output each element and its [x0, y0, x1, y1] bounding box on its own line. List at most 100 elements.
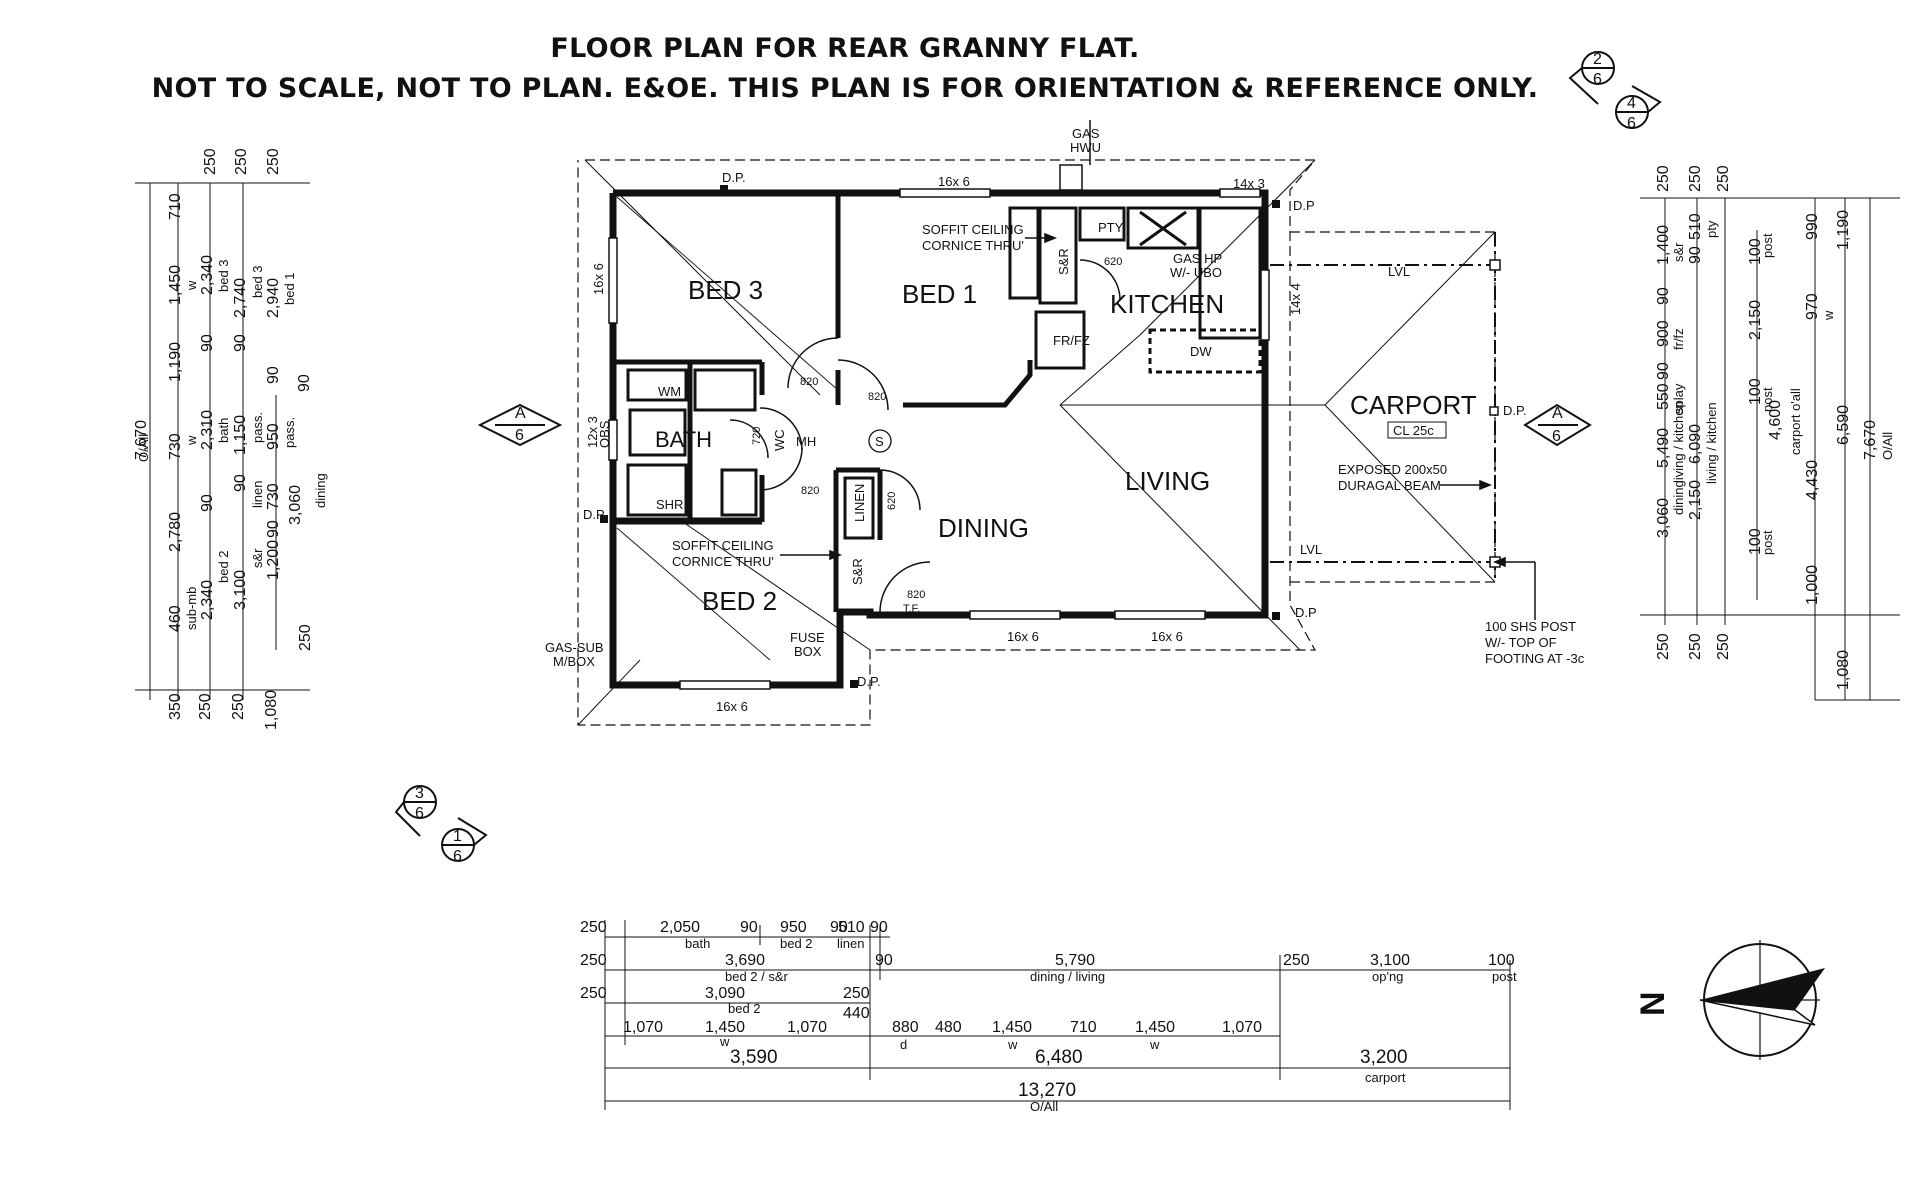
joinery [626, 206, 1262, 540]
dimension-label: 1,080 [1835, 650, 1852, 690]
dimension-label: 7,670 [133, 420, 150, 460]
downpipe-label: D.P. [1503, 403, 1527, 418]
dimension-label: 2,340 [199, 580, 216, 620]
plan-disclaimer: NOT TO SCALE, NOT TO PLAN. E&OE. THIS PL… [151, 73, 1539, 104]
dimension-label: bed 3 [216, 259, 231, 292]
dimension-label: 510 [1687, 213, 1704, 240]
window-obs-label: 12x 3 [585, 416, 600, 448]
gas-hp-label-1: GAS HP [1173, 251, 1222, 266]
dimension-label: 90 [1655, 362, 1672, 380]
dimension-label: 5,490 [1655, 428, 1672, 468]
dimension-label: O/All [1880, 432, 1895, 460]
north-label: N [1634, 991, 1672, 1016]
dimension-label: 90 [199, 494, 216, 512]
dimension-label: 90 [875, 952, 893, 969]
marker-number: 1 [453, 828, 462, 845]
right-dimension-lines [1640, 197, 1900, 701]
wc-label: WC [772, 429, 787, 451]
north-compass-icon [1699, 940, 1825, 1060]
fuse-box-label-1: FUSE [790, 630, 825, 645]
dimension-label: 7,670 [1862, 420, 1879, 460]
washing-machine-label: WM [658, 384, 681, 399]
dishwasher-label: DW [1190, 344, 1212, 359]
shelf-rail-label: S&R [850, 558, 865, 585]
dimension-label: 2,940 [265, 278, 282, 318]
dimension-label: bed 1 [282, 272, 297, 305]
door-swings [729, 259, 1121, 613]
dimension-label: 1,070 [623, 1019, 663, 1036]
dimension-label: 1,080 [263, 690, 280, 730]
window-bottom-label: 16x 6 [1151, 629, 1183, 644]
dimension-label: post [1492, 969, 1517, 984]
section-marker-letter: A [515, 405, 526, 422]
dimension-label: 90 [232, 334, 249, 352]
window-left-label: 16x 6 [591, 263, 606, 295]
gas-hwu-label-1: GAS [1072, 126, 1100, 141]
dimension-label: 250 [580, 952, 607, 969]
dimension-label: bed 3 [250, 265, 265, 298]
internal-walls [613, 196, 1033, 612]
dimension-label: O/All [136, 434, 151, 462]
dimension-label: 90 [1687, 246, 1704, 264]
dimension-label: op'ng [1372, 969, 1403, 984]
fridge-label: FR/FZ [1053, 333, 1090, 348]
dimension-label: 2,740 [232, 278, 249, 318]
elevation-marker-top [1568, 51, 1662, 129]
gas-hwu-label-2: HWU [1070, 140, 1101, 155]
gas-hp-label-2: W/- UBO [1170, 265, 1222, 280]
dimension-label: 1,400 [1655, 225, 1672, 265]
dimension-label: 250 [1687, 633, 1704, 660]
dimension-label: 3,090 [705, 985, 745, 1002]
dimension-label: 90 [296, 374, 313, 392]
plan-title: FLOOR PLAN FOR REAR GRANNY FLAT. [550, 33, 1140, 64]
dimension-label: bed 2 [780, 936, 813, 951]
dimension-label: 4,430 [1804, 460, 1821, 500]
dimension-label: 90 [1655, 287, 1672, 305]
downpipe-label: D.P. [722, 170, 746, 185]
room-kitchen: KITCHEN [1110, 289, 1224, 319]
dimension-label: 510 [838, 919, 865, 936]
dimension-label: pty [1704, 220, 1719, 238]
annotation-arrows [780, 120, 1536, 620]
linen-label: LINEN [852, 484, 867, 522]
room-dining: DINING [938, 513, 1029, 543]
dimension-label: 2,150 [1687, 480, 1704, 520]
dimension-label: w [1149, 1037, 1160, 1052]
dimension-label: linen [250, 481, 265, 508]
dimension-label: 250 [233, 148, 250, 175]
dimension-label: living / kitchen [1671, 401, 1686, 483]
dimension-label: 250 [580, 919, 607, 936]
room-bed2: BED 2 [702, 586, 777, 616]
room-bath: BATH [655, 427, 712, 452]
dimension-label: 250 [1655, 165, 1672, 192]
dimension-label: 100 [1488, 952, 1515, 969]
dimension-label: dining [1671, 480, 1686, 515]
section-marker-sheet: 6 [1552, 428, 1561, 445]
dimension-label: splay [1671, 383, 1686, 414]
soffit-label-2: CORNICE THRU' [672, 554, 774, 569]
room-carport: CARPORT [1350, 390, 1477, 420]
post-label-3: FOOTING AT -3c [1485, 651, 1585, 666]
dimension-label: carport o'all [1788, 388, 1803, 455]
roof-hip-lines [577, 159, 1496, 726]
dimension-label: 730 [265, 483, 282, 510]
dimension-label: 90 [740, 919, 758, 936]
dimension-label: 3,200 [1360, 1047, 1408, 1068]
dimension-label: w [184, 280, 199, 291]
dimension-label: 5,790 [1055, 952, 1095, 969]
door-width-label: 820 [801, 485, 819, 497]
dimension-label: 6,590 [1835, 405, 1852, 445]
threshold-label: T.F. [903, 603, 920, 615]
dimension-label: 6,090 [1687, 424, 1704, 464]
gas-sub-label-1: GAS-SUB [545, 640, 604, 655]
dimension-label: 2,780 [167, 512, 184, 552]
dimension-label: 1,150 [232, 415, 249, 455]
dimension-label: 350 [167, 693, 184, 720]
dimension-label: 90 [830, 919, 848, 936]
dimension-label: 250 [265, 148, 282, 175]
dimension-label: 2,050 [660, 919, 700, 936]
window-right-label: 14x 4 [1288, 283, 1303, 315]
window-kitchen-label: 14x 3 [1233, 176, 1265, 191]
marker-sheet: 6 [415, 805, 424, 822]
